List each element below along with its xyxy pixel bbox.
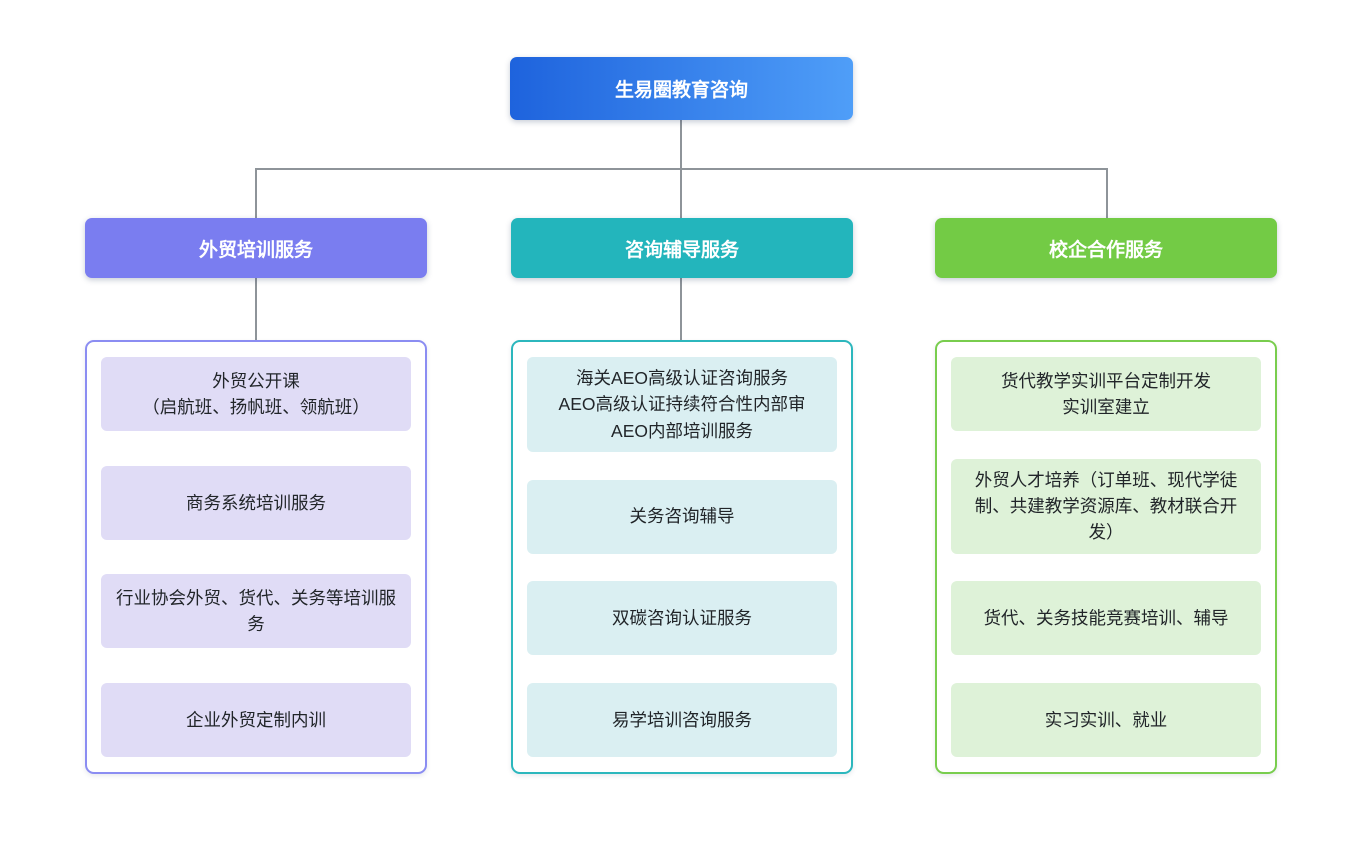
connector-panel-consulting xyxy=(680,278,682,340)
branch-panel-school-enterprise: 货代教学实训平台定制开发 实训室建立 外贸人才培养（订单班、现代学徒制、共建教学… xyxy=(935,340,1277,774)
connector-drop-consulting xyxy=(680,168,682,218)
branch-header-trade-training: 外贸培训服务 xyxy=(85,218,427,278)
service-item: 货代教学实训平台定制开发 实训室建立 xyxy=(951,357,1261,431)
service-item: 易学培训咨询服务 xyxy=(527,683,837,757)
branch-header-label: 咨询辅导服务 xyxy=(624,239,739,261)
service-item: 货代、关务技能竞赛培训、辅导 xyxy=(951,581,1261,656)
connector-drop-school-enterprise xyxy=(1106,168,1108,218)
root-node-label: 生易圈教育咨询 xyxy=(614,80,748,101)
branch-panel-trade-training: 外贸公开课 （启航班、扬帆班、领航班） 商务系统培训服务 行业协会外贸、货代、关… xyxy=(85,340,427,774)
connector-root-vertical xyxy=(680,120,682,168)
service-item: 关务咨询辅导 xyxy=(527,479,837,554)
service-item: 海关AEO高级认证咨询服务 AEO高级认证持续符合性内部审 AEO内部培训服务 xyxy=(527,357,837,452)
service-item: 企业外贸定制内训 xyxy=(101,682,411,757)
branch-panel-consulting: 海关AEO高级认证咨询服务 AEO高级认证持续符合性内部审 AEO内部培训服务 … xyxy=(511,340,853,774)
service-item: 双碳咨询认证服务 xyxy=(527,581,837,656)
service-item: 实习实训、就业 xyxy=(951,683,1261,757)
root-node: 生易圈教育咨询 xyxy=(510,57,853,120)
branch-header-label: 外贸培训服务 xyxy=(198,239,313,261)
connector-drop-trade-training xyxy=(255,168,257,218)
service-item: 商务系统培训服务 xyxy=(101,465,411,540)
service-item: 外贸公开课 （启航班、扬帆班、领航班） xyxy=(101,357,411,431)
service-item: 行业协会外贸、货代、关务等培训服务 xyxy=(101,574,411,649)
branch-header-consulting: 咨询辅导服务 xyxy=(511,218,853,278)
connector-panel-trade-training xyxy=(255,278,257,340)
branch-header-school-enterprise: 校企合作服务 xyxy=(935,218,1277,278)
service-item: 外贸人才培养（订单班、现代学徒制、共建教学资源库、教材联合开发） xyxy=(951,458,1261,554)
branch-header-label: 校企合作服务 xyxy=(1048,239,1163,261)
